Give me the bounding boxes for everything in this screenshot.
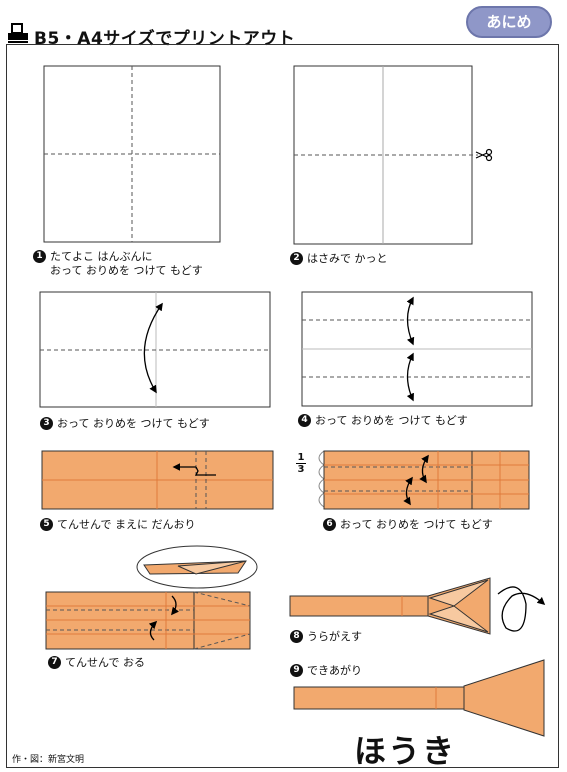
step-1: 1 たてよこ はんぶんにおって おりめを つけて もどす xyxy=(33,250,203,278)
step-line: おって おりめを つけて もどす xyxy=(50,264,203,277)
content-frame xyxy=(6,44,559,768)
step-number: 8 xyxy=(290,630,303,643)
step-number: 4 xyxy=(298,414,311,427)
final-title: ほうき xyxy=(354,732,457,770)
step-line: てんせんで おる xyxy=(65,656,145,669)
step-number: 9 xyxy=(290,664,303,677)
step-number: 3 xyxy=(40,417,53,430)
step1-diagram xyxy=(43,65,221,243)
step-line: はさみで かっと xyxy=(307,252,388,265)
anime-button[interactable]: あにめ xyxy=(466,6,552,38)
step-9: 9 できあがり xyxy=(290,664,362,678)
step9-diagram xyxy=(293,659,545,737)
step8-diagram xyxy=(289,577,546,635)
step-line: できあがり xyxy=(307,664,362,677)
fraction-denominator: 3 xyxy=(296,463,306,475)
printer-icon xyxy=(6,22,30,44)
step-line: おって おりめを つけて もどす xyxy=(315,414,468,427)
step-number: 6 xyxy=(323,518,336,531)
step-4: 4 おって おりめを つけて もどす xyxy=(298,414,468,428)
step-number: 1 xyxy=(33,250,46,263)
step-line: たてよこ はんぶんに xyxy=(50,250,153,263)
scissors-icon xyxy=(475,148,493,162)
step4-diagram xyxy=(301,291,533,407)
step-line: おって おりめを つけて もどす xyxy=(57,417,210,430)
step-line: おって おりめを つけて もどす xyxy=(340,518,493,531)
step2-diagram xyxy=(293,65,493,245)
step5-diagram xyxy=(41,450,274,510)
fraction-label: 1 3 xyxy=(296,452,306,475)
step3-diagram xyxy=(39,291,271,408)
step-line: てんせんで まえに だんおり xyxy=(57,518,196,531)
step-8: 8 うらがえす xyxy=(290,630,362,644)
step-3: 3 おって おりめを つけて もどす xyxy=(40,417,210,431)
step-5: 5 てんせんで まえに だんおり xyxy=(40,518,195,532)
step6-diagram xyxy=(318,450,530,510)
fraction-numerator: 1 xyxy=(297,452,305,463)
step-number: 7 xyxy=(48,656,61,669)
step-number: 5 xyxy=(40,518,53,531)
step-6: 6 おって おりめを つけて もどす xyxy=(323,518,493,532)
credit: 作・図：新宮文明 xyxy=(12,755,85,765)
step-number: 2 xyxy=(290,252,303,265)
step-2: 2 はさみで かっと xyxy=(290,252,388,266)
step7-diagram xyxy=(45,545,258,650)
step-line: うらがえす xyxy=(307,630,362,643)
step-7: 7 てんせんで おる xyxy=(48,656,145,670)
